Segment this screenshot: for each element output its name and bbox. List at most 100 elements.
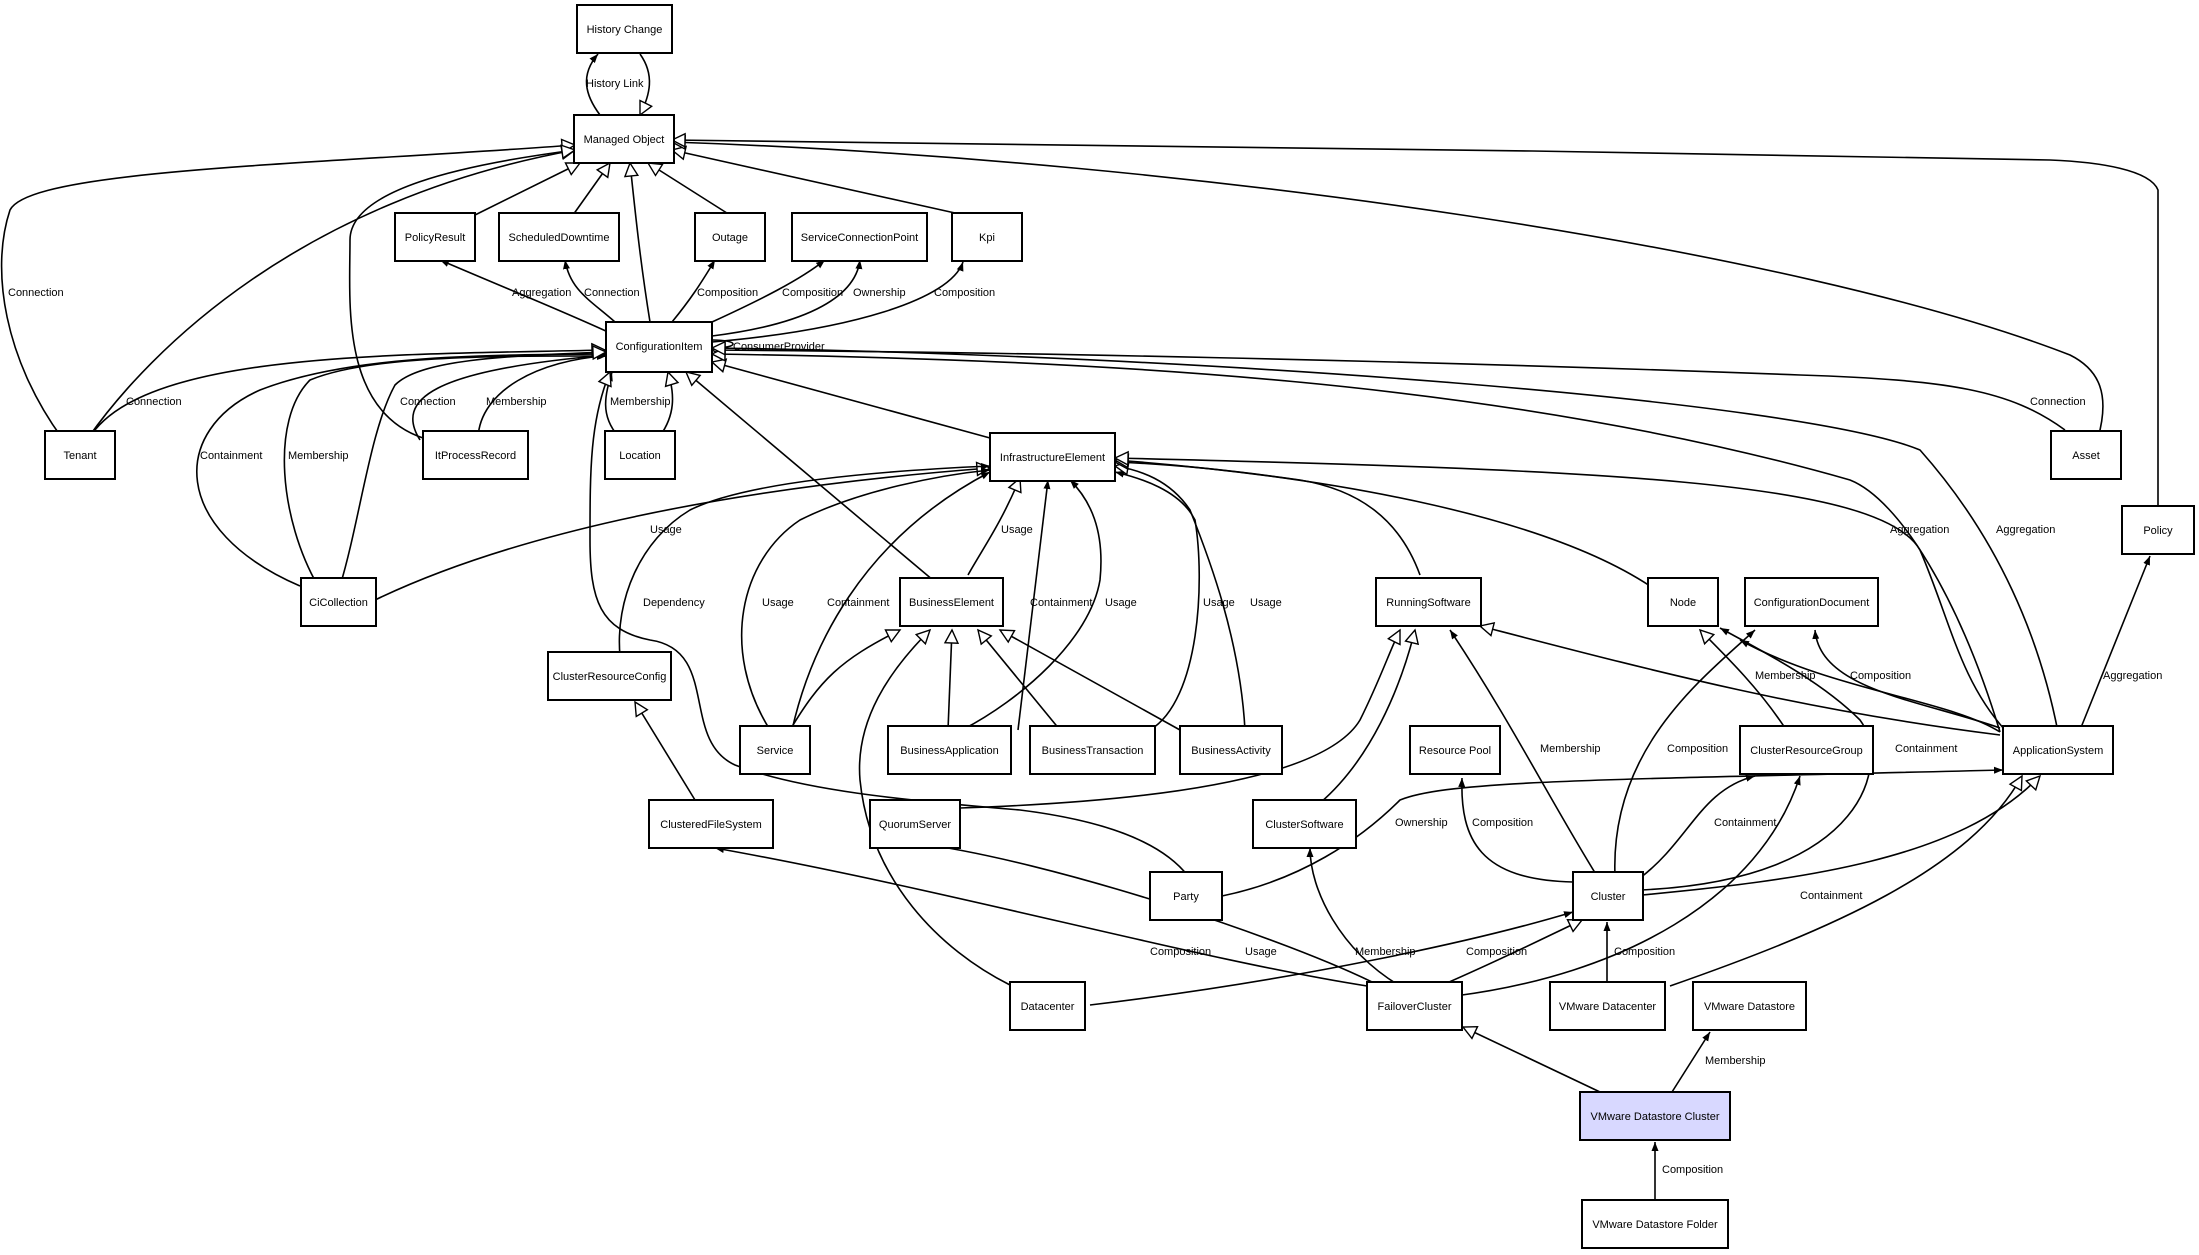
node-managed-object[interactable]: Managed Object bbox=[573, 114, 675, 164]
node-configuration-document[interactable]: ConfigurationDocument bbox=[1744, 577, 1879, 627]
node-cluster-software[interactable]: ClusterSoftware bbox=[1252, 799, 1357, 849]
node-quorum-server[interactable]: QuorumServer bbox=[869, 799, 961, 849]
node-business-element[interactable]: BusinessElement bbox=[899, 577, 1004, 627]
edge-failovercluster-gen-applicationsystem bbox=[1669, 774, 2023, 987]
node-label: Location bbox=[619, 450, 661, 462]
node-cluster-resource-group[interactable]: ClusterResourceGroup bbox=[1739, 725, 1874, 775]
svg-text:Composition: Composition bbox=[1466, 946, 1527, 958]
node-label: ItProcessRecord bbox=[435, 450, 516, 462]
node-label: Cluster bbox=[1591, 891, 1626, 903]
node-label: ServiceConnectionPoint bbox=[801, 232, 918, 244]
svg-text:Membership: Membership bbox=[610, 396, 671, 408]
node-cluster-resource-config[interactable]: ClusterResourceConfig bbox=[547, 651, 672, 701]
svg-text:Ownership: Ownership bbox=[853, 287, 906, 299]
node-application-system[interactable]: ApplicationSystem bbox=[2002, 725, 2114, 775]
edge-businessactivity-gen-businesselement bbox=[998, 629, 1181, 731]
edge-applicationsystem-aggregation-policy: Aggregation bbox=[2079, 555, 2162, 731]
node-datacenter[interactable]: Datacenter bbox=[1009, 981, 1086, 1031]
node-label: Outage bbox=[712, 232, 748, 244]
svg-text:Connection: Connection bbox=[584, 287, 640, 299]
edge-ci-composition-kpi: Composition bbox=[711, 261, 995, 343]
node-label: VMware Datacenter bbox=[1559, 1001, 1657, 1013]
node-vmware-datacenter[interactable]: VMware Datacenter bbox=[1549, 981, 1666, 1031]
edge-ci-aggregation-policyresult: Aggregation bbox=[439, 259, 609, 333]
node-running-software[interactable]: RunningSoftware bbox=[1375, 577, 1482, 627]
svg-text:Composition: Composition bbox=[934, 287, 995, 299]
svg-text:Containment: Containment bbox=[1714, 817, 1776, 829]
edge-cicollection-usage-ie: Usage bbox=[374, 461, 992, 601]
edge-businessapplication-containment-ie: Containment bbox=[1017, 479, 1092, 731]
node-business-activity[interactable]: BusinessActivity bbox=[1179, 725, 1283, 775]
node-label: VMware Datastore Folder bbox=[1592, 1219, 1718, 1231]
node-service-connection-point[interactable]: ServiceConnectionPoint bbox=[791, 212, 928, 262]
edge-businessactivity-usage-ie: Usage bbox=[1113, 460, 1282, 731]
node-failover-cluster[interactable]: FailoverCluster bbox=[1366, 981, 1463, 1031]
node-outage[interactable]: Outage bbox=[694, 212, 766, 262]
edge-businesselement-usage-ie: Usage bbox=[967, 476, 1033, 576]
node-infrastructure-element[interactable]: InfrastructureElement bbox=[989, 432, 1116, 482]
node-ci-collection[interactable]: CiCollection bbox=[300, 577, 377, 627]
edge-vmwaredatastorefolder-composition-cluster: Composition bbox=[1651, 1142, 1723, 1200]
node-node[interactable]: Node bbox=[1647, 577, 1719, 627]
edge-failovercluster-composition-clusteredfilesystem: Composition bbox=[714, 846, 1368, 987]
edge-cluster-composition-resourcepool: Composition bbox=[1458, 777, 1574, 883]
svg-text:Usage: Usage bbox=[762, 597, 794, 609]
node-label: Asset bbox=[2072, 450, 2100, 462]
node-location[interactable]: Location bbox=[604, 430, 676, 480]
node-vmware-datastore-folder[interactable]: VMware Datastore Folder bbox=[1581, 1199, 1729, 1249]
edge-cluster-gen-applicationsystem bbox=[1641, 774, 2042, 896]
svg-text:Composition: Composition bbox=[1614, 946, 1675, 958]
edge-businessapplication-gen-businesselement bbox=[943, 628, 960, 731]
node-scheduled-downtime[interactable]: ScheduledDowntime bbox=[498, 212, 620, 262]
node-label: Node bbox=[1670, 597, 1696, 609]
svg-text:Ownership: Ownership bbox=[1395, 817, 1448, 829]
node-policy-result[interactable]: PolicyResult bbox=[394, 212, 476, 262]
svg-text:Usage: Usage bbox=[650, 524, 682, 536]
svg-text:Composition: Composition bbox=[1472, 817, 1533, 829]
node-configuration-item[interactable]: ConfigurationItem bbox=[605, 321, 713, 373]
node-label: FailoverCluster bbox=[1378, 1001, 1452, 1013]
edge-cicollection-gen-ci bbox=[339, 344, 608, 587]
node-tenant[interactable]: Tenant bbox=[44, 430, 116, 480]
edge-tenant-gen-managedobject bbox=[87, 144, 577, 439]
node-business-application[interactable]: BusinessApplication bbox=[887, 725, 1012, 775]
node-history-change[interactable]: History Change bbox=[576, 4, 673, 54]
node-resource-pool[interactable]: Resource Pool bbox=[1409, 725, 1501, 775]
edge-clustersoftware-gen-runningsoftware bbox=[1319, 628, 1420, 804]
edge-policyresult-gen-managedobject bbox=[474, 162, 582, 216]
node-kpi[interactable]: Kpi bbox=[951, 212, 1023, 262]
node-label: ClusterSoftware bbox=[1265, 819, 1343, 831]
edge-applicationsystem-composition-configdoc: Composition bbox=[1812, 629, 2001, 729]
node-party[interactable]: Party bbox=[1149, 871, 1223, 921]
node-service[interactable]: Service bbox=[739, 725, 811, 775]
edge-vmwaredatastorecluster-gen-failovercluster bbox=[1461, 1025, 1601, 1093]
node-label: Tenant bbox=[63, 450, 96, 462]
svg-text:Containment: Containment bbox=[200, 450, 262, 462]
edge-tenant-connection-managedobject: Connection bbox=[0, 138, 577, 439]
node-business-transaction[interactable]: BusinessTransaction bbox=[1029, 725, 1156, 775]
node-asset[interactable]: Asset bbox=[2050, 430, 2122, 480]
edge-infrastructureelement-gen-ci bbox=[710, 358, 991, 439]
node-policy[interactable]: Policy bbox=[2121, 505, 2195, 555]
node-clustered-file-system[interactable]: ClusteredFileSystem bbox=[648, 799, 774, 849]
edge-itprocessrecord-membership-ci: Membership bbox=[477, 353, 607, 439]
svg-text:Composition: Composition bbox=[1150, 946, 1211, 958]
node-label: Party bbox=[1173, 891, 1199, 903]
svg-text:Dependency: Dependency bbox=[643, 597, 705, 609]
svg-text:History Link: History Link bbox=[586, 78, 644, 90]
edge-cluster-membership-runningsoftware: Membership bbox=[1449, 629, 1601, 877]
edge-service-containment-ie: Containment bbox=[791, 471, 991, 731]
node-label: CiCollection bbox=[309, 597, 368, 609]
node-label: History Change bbox=[587, 24, 663, 36]
node-cluster[interactable]: Cluster bbox=[1572, 871, 1644, 921]
edge-party-gen-ci bbox=[589, 370, 1189, 877]
svg-text:Membership: Membership bbox=[1355, 946, 1416, 958]
svg-text:Composition: Composition bbox=[782, 287, 843, 299]
node-vmware-datastore-cluster[interactable]: VMware Datastore Cluster bbox=[1579, 1091, 1731, 1141]
node-vmware-datastore[interactable]: VMware Datastore bbox=[1692, 981, 1807, 1031]
node-it-process-record[interactable]: ItProcessRecord bbox=[422, 430, 529, 480]
svg-text:Connection: Connection bbox=[126, 396, 182, 408]
edge-ci-composition-serviceconnectionpoint: Composition bbox=[711, 259, 843, 323]
svg-text:Containment: Containment bbox=[1895, 743, 1957, 755]
edge-businessapplication-usage-ie: Usage bbox=[961, 479, 1137, 731]
